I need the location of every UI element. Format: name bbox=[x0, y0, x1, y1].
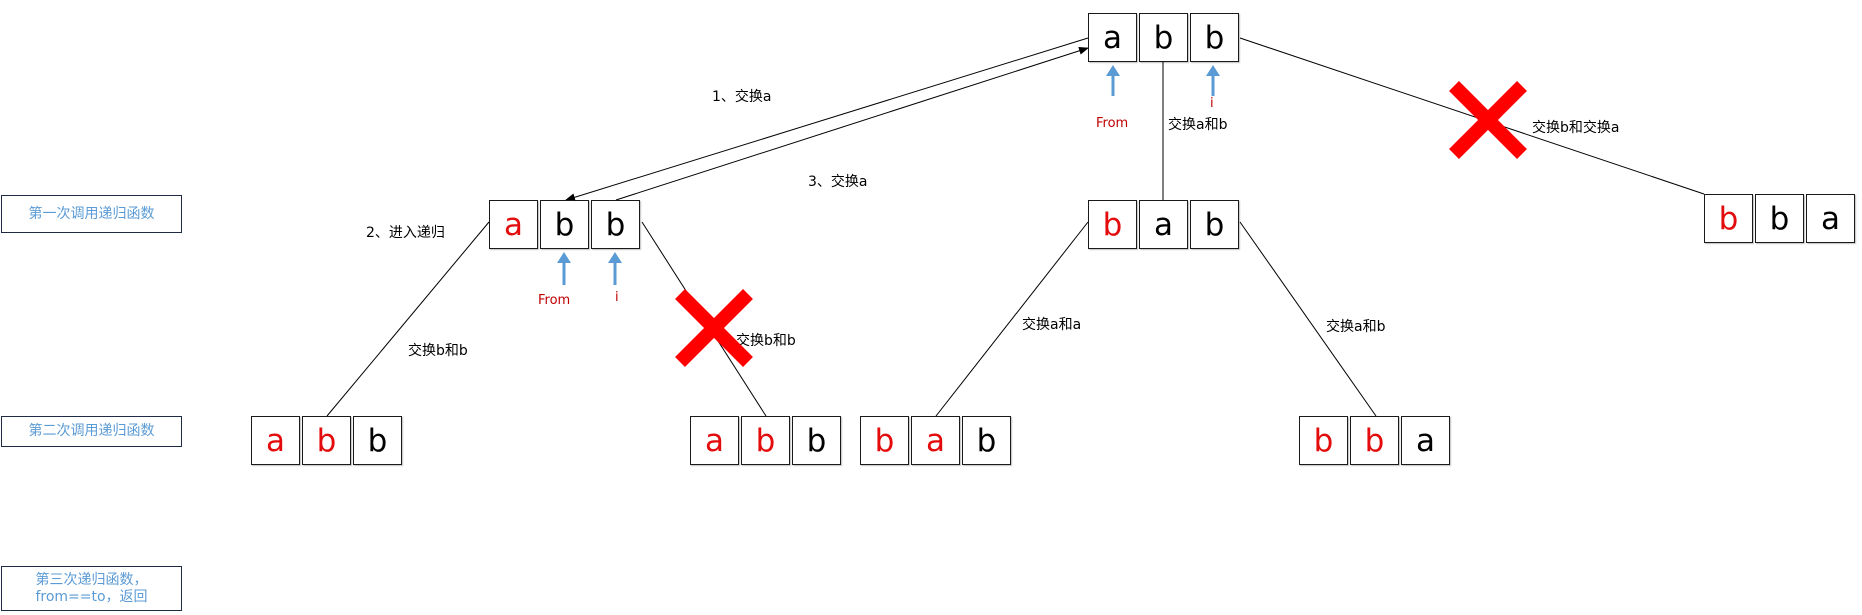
n1-i-label: i bbox=[615, 290, 619, 305]
level-third-call: 第三次递归函数， from==to，返回 bbox=[1, 566, 182, 611]
edge-label-n2-right: 交换a和b bbox=[1326, 319, 1386, 335]
edge-n1-to-n4 bbox=[326, 221, 490, 417]
n1-i-pointer-arrow bbox=[608, 252, 622, 285]
node-n7-cell-0: b bbox=[1299, 416, 1348, 465]
node-n3-cell-0: b bbox=[1704, 194, 1753, 243]
edge-n1-to-root-arrow bbox=[615, 46, 1089, 201]
node-n4-cell-0: a bbox=[251, 416, 300, 465]
node-n5-cell-2: b bbox=[792, 416, 841, 465]
node-root: a b b bbox=[1088, 13, 1239, 62]
edge-label-step1: 1、交换a bbox=[712, 89, 772, 105]
node-n2-cell-2: b bbox=[1190, 200, 1239, 249]
edge-label-n2-left: 交换a和a bbox=[1022, 317, 1082, 333]
root-i-label: i bbox=[1210, 96, 1214, 111]
node-n7-cell-2: a bbox=[1401, 416, 1450, 465]
edge-label-step3: 3、交换a bbox=[808, 174, 868, 190]
edge-label-n1-left: 交换b和b bbox=[408, 343, 468, 359]
node-n6-cell-2: b bbox=[962, 416, 1011, 465]
node-root-cell-0: a bbox=[1088, 13, 1137, 62]
node-n2-cell-1: a bbox=[1139, 200, 1188, 249]
node-n1-cell-2: b bbox=[591, 200, 640, 249]
node-n6-cell-0: b bbox=[860, 416, 909, 465]
node-n1-cell-0: a bbox=[489, 200, 538, 249]
node-n5-cell-0: a bbox=[690, 416, 739, 465]
edge-n2-to-n6 bbox=[935, 221, 1089, 417]
root-i-pointer-arrow bbox=[1206, 65, 1220, 96]
node-n3-cell-1: b bbox=[1755, 194, 1804, 243]
node-n1-cell-1: b bbox=[540, 200, 589, 249]
level-first-call: 第一次调用递归函数 bbox=[1, 195, 182, 233]
node-second-1: a b b bbox=[251, 416, 402, 465]
edge-label-root-mid: 交换a和b bbox=[1168, 117, 1228, 133]
node-second-3: b a b bbox=[860, 416, 1011, 465]
node-n4-cell-2: b bbox=[353, 416, 402, 465]
node-n4-cell-1: b bbox=[302, 416, 351, 465]
level-second-call: 第二次调用递归函数 bbox=[1, 416, 182, 447]
node-n2-cell-0: b bbox=[1088, 200, 1137, 249]
edge-n2-to-n7 bbox=[1239, 221, 1377, 417]
edge-label-step2: 2、进入递归 bbox=[366, 225, 445, 241]
node-n7-cell-1: b bbox=[1350, 416, 1399, 465]
node-second-4: b b a bbox=[1299, 416, 1450, 465]
node-n5-cell-1: b bbox=[741, 416, 790, 465]
node-n3-cell-2: a bbox=[1806, 194, 1855, 243]
cross-mark-root-right bbox=[1449, 81, 1527, 159]
node-first-middle: b a b bbox=[1088, 200, 1239, 249]
node-root-cell-1: b bbox=[1139, 13, 1188, 62]
level-third-label-line1: 第三次递归函数， bbox=[35, 571, 148, 588]
n1-from-pointer-arrow bbox=[557, 252, 571, 285]
n1-from-label: From bbox=[538, 293, 571, 308]
edge-root-to-n3 bbox=[1239, 37, 1705, 195]
root-from-pointer-arrow bbox=[1106, 65, 1120, 96]
node-second-2: a b b bbox=[690, 416, 841, 465]
level-first-label: 第一次调用递归函数 bbox=[28, 205, 155, 222]
root-from-label: From bbox=[1096, 116, 1129, 131]
cross-mark-n1-right bbox=[675, 289, 753, 367]
edge-label-n1-right: 交换b和b bbox=[736, 333, 796, 349]
node-first-right: b b a bbox=[1704, 194, 1855, 243]
node-root-cell-2: b bbox=[1190, 13, 1239, 62]
node-n6-cell-1: a bbox=[911, 416, 960, 465]
edge-label-root-right: 交换b和交换a bbox=[1532, 120, 1620, 136]
level-third-label-line2: from==to，返回 bbox=[35, 588, 148, 605]
node-first-left: a b b bbox=[489, 200, 640, 249]
level-second-label: 第二次调用递归函数 bbox=[28, 423, 155, 439]
edge-root-to-n1-arrow bbox=[565, 37, 1089, 202]
